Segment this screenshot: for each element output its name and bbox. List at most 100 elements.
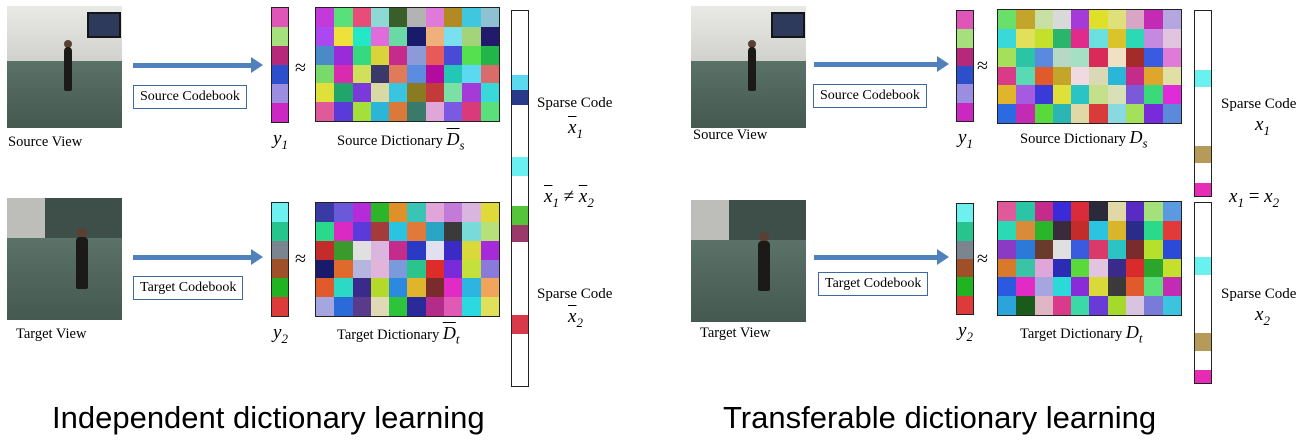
approx-symbol: ≈ (295, 248, 306, 270)
target-dictionary-cell (1052, 202, 1072, 221)
target-dictionary-cell (1144, 202, 1163, 221)
source-dictionary-cell (1089, 85, 1108, 105)
approx-symbol: ≈ (977, 55, 988, 77)
right-panel-title: Transferable dictionary learning (723, 400, 1157, 435)
source-dictionary-cell (998, 10, 1017, 29)
sparse-nonzero-entry (1195, 146, 1211, 163)
source-dictionary-cell (425, 64, 445, 84)
source-dictionary-cell (462, 83, 481, 103)
target-dictionary-cell (370, 240, 390, 260)
source-dictionary-cell (334, 102, 353, 121)
source-dictionary-cell (1016, 104, 1035, 123)
y1-cell (957, 102, 973, 121)
source-dictionary-cell (370, 8, 390, 27)
source-dictionary-cell (370, 102, 390, 121)
source-dictionary-cell (352, 83, 371, 103)
target-dictionary-cell (1126, 239, 1145, 259)
target-dictionary-cell (1071, 220, 1090, 240)
source-dictionary-cell (1162, 10, 1181, 29)
approx-symbol: ≈ (295, 57, 306, 79)
target-dictionary-cell (1034, 202, 1053, 221)
source-dictionary-cell (316, 26, 335, 46)
source-dictionary-cell (1107, 10, 1127, 29)
y2-cell (957, 204, 973, 223)
source-dictionary-cell (1071, 85, 1090, 105)
source-dictionary-cell (480, 83, 499, 103)
target-dictionary-cell (1052, 258, 1072, 278)
person-figure (758, 241, 770, 291)
target-dictionary-cell (462, 240, 481, 260)
target-dictionary-cell (1144, 220, 1163, 240)
target-dictionary-label: Target Dictionary Dt (1020, 322, 1143, 346)
target-dictionary-cell (1144, 239, 1163, 259)
target-dictionary-cell (998, 258, 1017, 278)
source-dictionary-cell (1089, 104, 1108, 123)
left-panel-title: Independent dictionary learning (52, 400, 485, 435)
target-dictionary-cell (1016, 202, 1035, 221)
target-dictionary-cell (1071, 239, 1090, 259)
target-dictionary-cell (1162, 277, 1181, 297)
target-dictionary-cell (407, 203, 426, 222)
target-dictionary-cell (1016, 277, 1035, 297)
source-dictionary-cell (1034, 66, 1053, 86)
source-dictionary-cell (1089, 47, 1108, 67)
room-floor (691, 240, 806, 322)
y2-symbol: y2 (273, 322, 288, 346)
source-dictionary-cell (1016, 10, 1035, 29)
target-dictionary-cell (1162, 296, 1181, 315)
source-dictionary-cell (1144, 28, 1163, 48)
source-dictionary-cell (444, 64, 463, 84)
target-dictionary-cell (1107, 258, 1127, 278)
target-view-label: Target View (16, 326, 87, 342)
source-dictionary-cell (1034, 47, 1053, 67)
target-dictionary-cell (1071, 258, 1090, 278)
target-dictionary-cell (407, 259, 426, 279)
source-dictionary-cell (425, 45, 445, 65)
y2-cell (957, 258, 973, 278)
target-dictionary-cell (1071, 296, 1090, 315)
source-dictionary-cell (407, 45, 426, 65)
target-dictionary-cell (444, 240, 463, 260)
y2-cell (957, 277, 973, 296)
person-figure (76, 237, 88, 289)
y2-cell (272, 221, 288, 241)
sparse-nonzero-entry (1195, 183, 1211, 196)
x2-symbol: x2 (1255, 304, 1270, 328)
target-dictionary-cell (1016, 258, 1035, 278)
sparse-code-column (511, 10, 529, 387)
source-dictionary-label: Source Dictionary Ds (1020, 127, 1148, 151)
target-dictionary-cell (389, 203, 408, 222)
y1-cell (272, 65, 288, 84)
y2-cell (957, 222, 973, 241)
target-dictionary-cell (1052, 239, 1072, 259)
source-dictionary-cell (425, 8, 445, 27)
target-dictionary-cell (998, 239, 1017, 259)
source-dictionary-cell (1034, 10, 1053, 29)
target-dictionary-cell (462, 203, 481, 222)
source-dictionary-cell (316, 45, 335, 65)
left-panel: Source View Target View Source Codebook … (0, 0, 653, 445)
source-dictionary-cell (444, 83, 463, 103)
target-dictionary-cell (334, 240, 353, 260)
source-dictionary-cell (1107, 85, 1127, 105)
sparse-code-label-2: Sparse Code (537, 286, 613, 302)
target-dictionary-cell (444, 203, 463, 222)
y1-cell (272, 46, 288, 65)
y1-vector (271, 7, 289, 123)
source-dictionary-cell (334, 64, 353, 84)
source-dictionary-cell (352, 8, 371, 27)
target-dictionary-cell (1126, 258, 1145, 278)
source-dictionary-cell (370, 64, 390, 84)
y2-cell (272, 297, 288, 316)
source-dictionary-cell (1144, 47, 1163, 67)
source-dictionary-cell (407, 102, 426, 121)
target-dictionary-cell (316, 240, 335, 260)
target-dictionary-cell (1107, 296, 1127, 315)
source-dictionary-cell (352, 102, 371, 121)
source-dictionary-cell (462, 8, 481, 27)
target-dictionary-cell (1107, 277, 1127, 297)
source-dictionary-cell (316, 64, 335, 84)
source-dictionary-cell (407, 83, 426, 103)
person-head (759, 232, 769, 242)
target-dictionary-cell (1089, 220, 1108, 240)
